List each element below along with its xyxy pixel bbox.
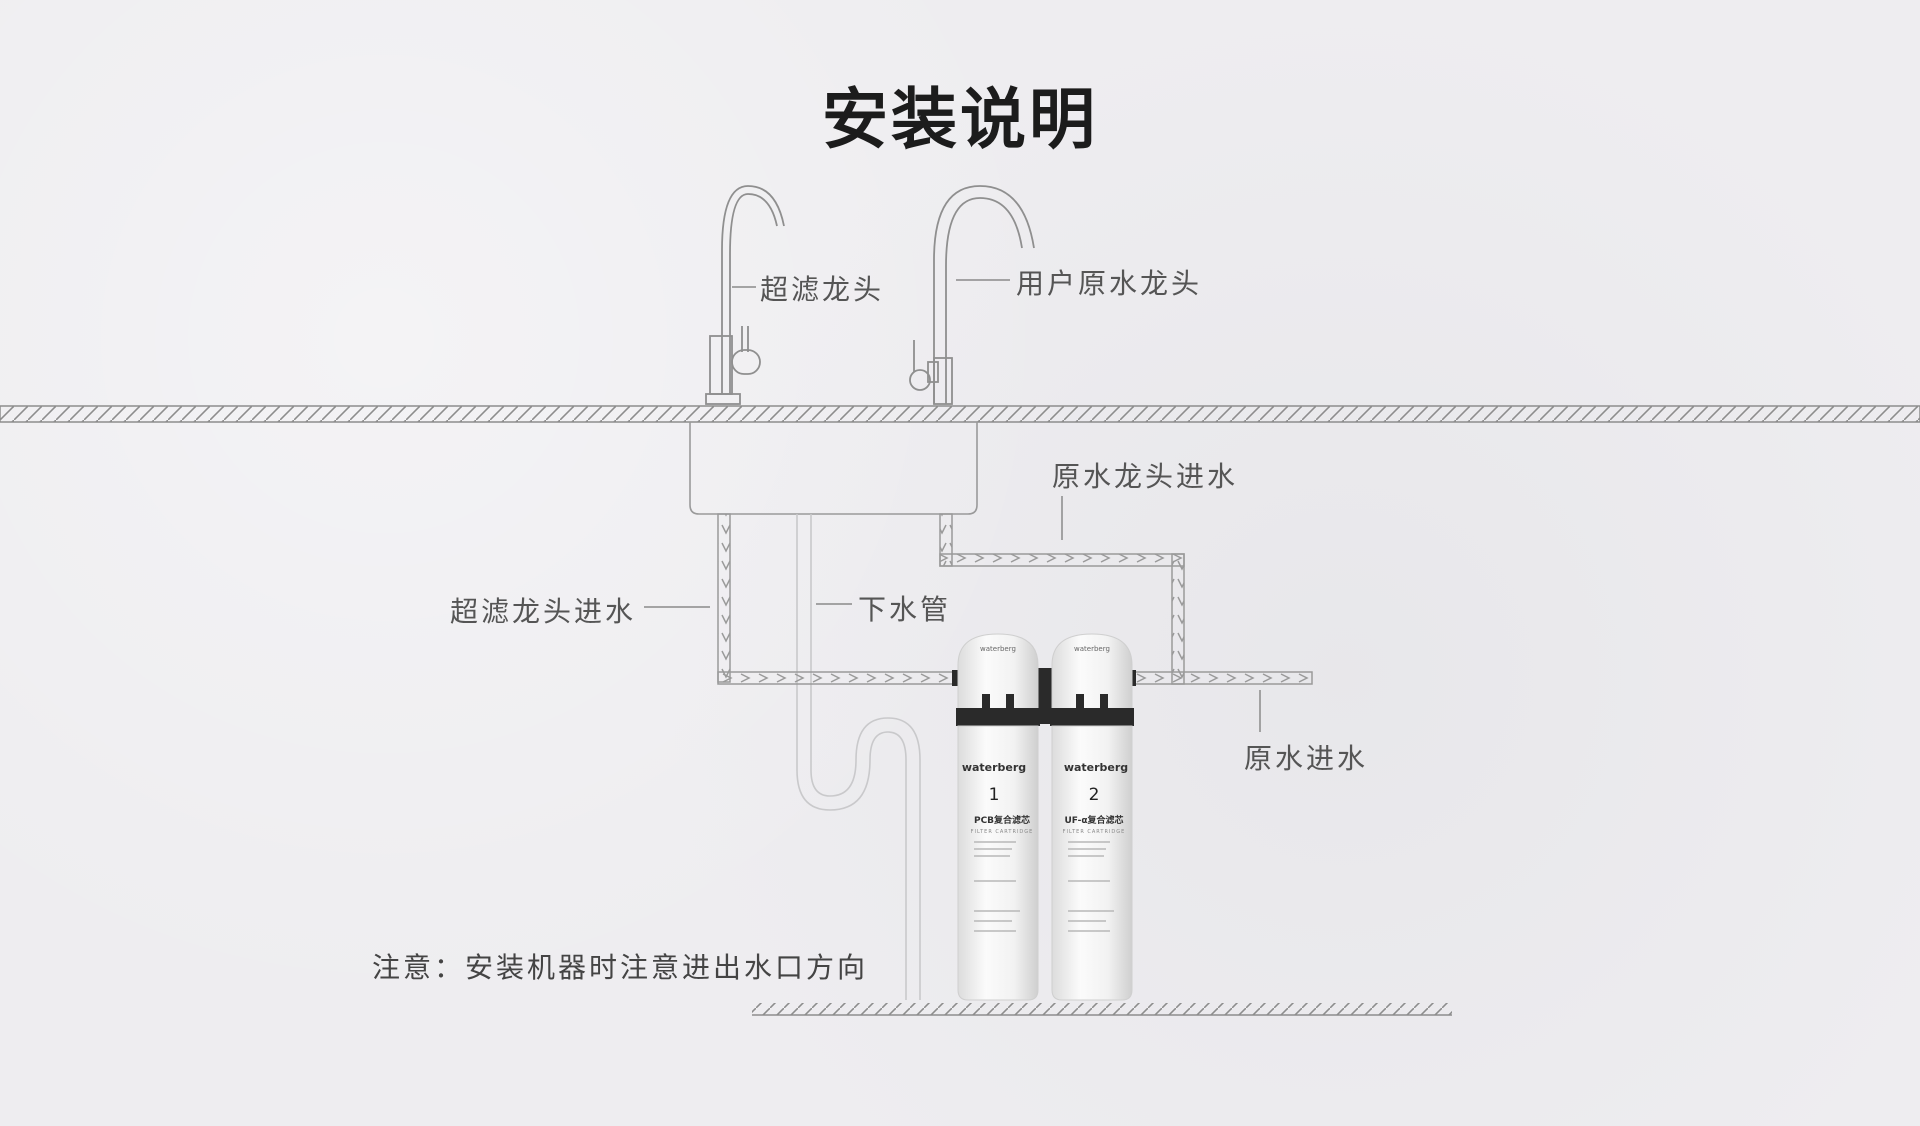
page-title: 安装说明 [822,81,1098,158]
label-uf-faucet: 超滤龙头 [760,273,885,306]
raw-inlet-horizontal-pipe [939,553,1185,567]
filter-1-cap-brand: waterberg [980,645,1016,653]
filter-2-spec-lines [1068,841,1114,932]
uf-inlet-horizontal-pipe [717,671,959,685]
uf-inlet-vertical-pipe [717,513,731,683]
user-raw-faucet [909,185,1035,405]
floor-line [752,1003,1452,1016]
label-uf-faucet-inlet: 超滤龙头进水 [450,595,637,628]
filter-1-number: 1 [989,785,1000,805]
raw-inlet-vertical-pipe-2 [1171,553,1185,685]
filter-1-name: PCB复合滤芯 [974,814,1030,826]
filter-1-spec-lines [974,841,1020,932]
filter-1-subtitle: FILTER CARTRIDGE [971,829,1034,835]
leader-lines [644,279,1261,732]
label-raw-faucet-inlet: 原水龙头进水 [1052,460,1239,493]
filter-2-name: UF-α复合滤芯 [1064,814,1123,826]
filter-1-brand: waterberg [962,761,1026,774]
filter-2-number: 2 [1089,785,1100,805]
label-drain-pipe: 下水管 [858,593,952,626]
filter-2-subtitle: FILTER CARTRIDGE [1063,829,1126,835]
drain-pipe [796,514,921,1000]
uf-faucet [705,185,785,405]
filter-2-brand: waterberg [1064,761,1128,774]
filter-2-cap-brand: waterberg [1074,645,1110,653]
sink-basin [689,422,978,515]
filter-cartridge-2 [1050,633,1134,1001]
installation-note: 注意：安装机器时注意进出水口方向 [372,951,869,984]
filter-cartridge-1 [956,633,1040,1001]
label-raw-water-inlet: 原水进水 [1244,742,1369,775]
label-user-raw-faucet: 用户原水龙头 [1016,267,1203,300]
countertop [0,405,1920,423]
raw-water-inlet-pipe [1129,671,1313,685]
filter-unit: waterberg waterberg 1 PCB复合滤芯 FILTER CAR… [952,633,1136,1001]
